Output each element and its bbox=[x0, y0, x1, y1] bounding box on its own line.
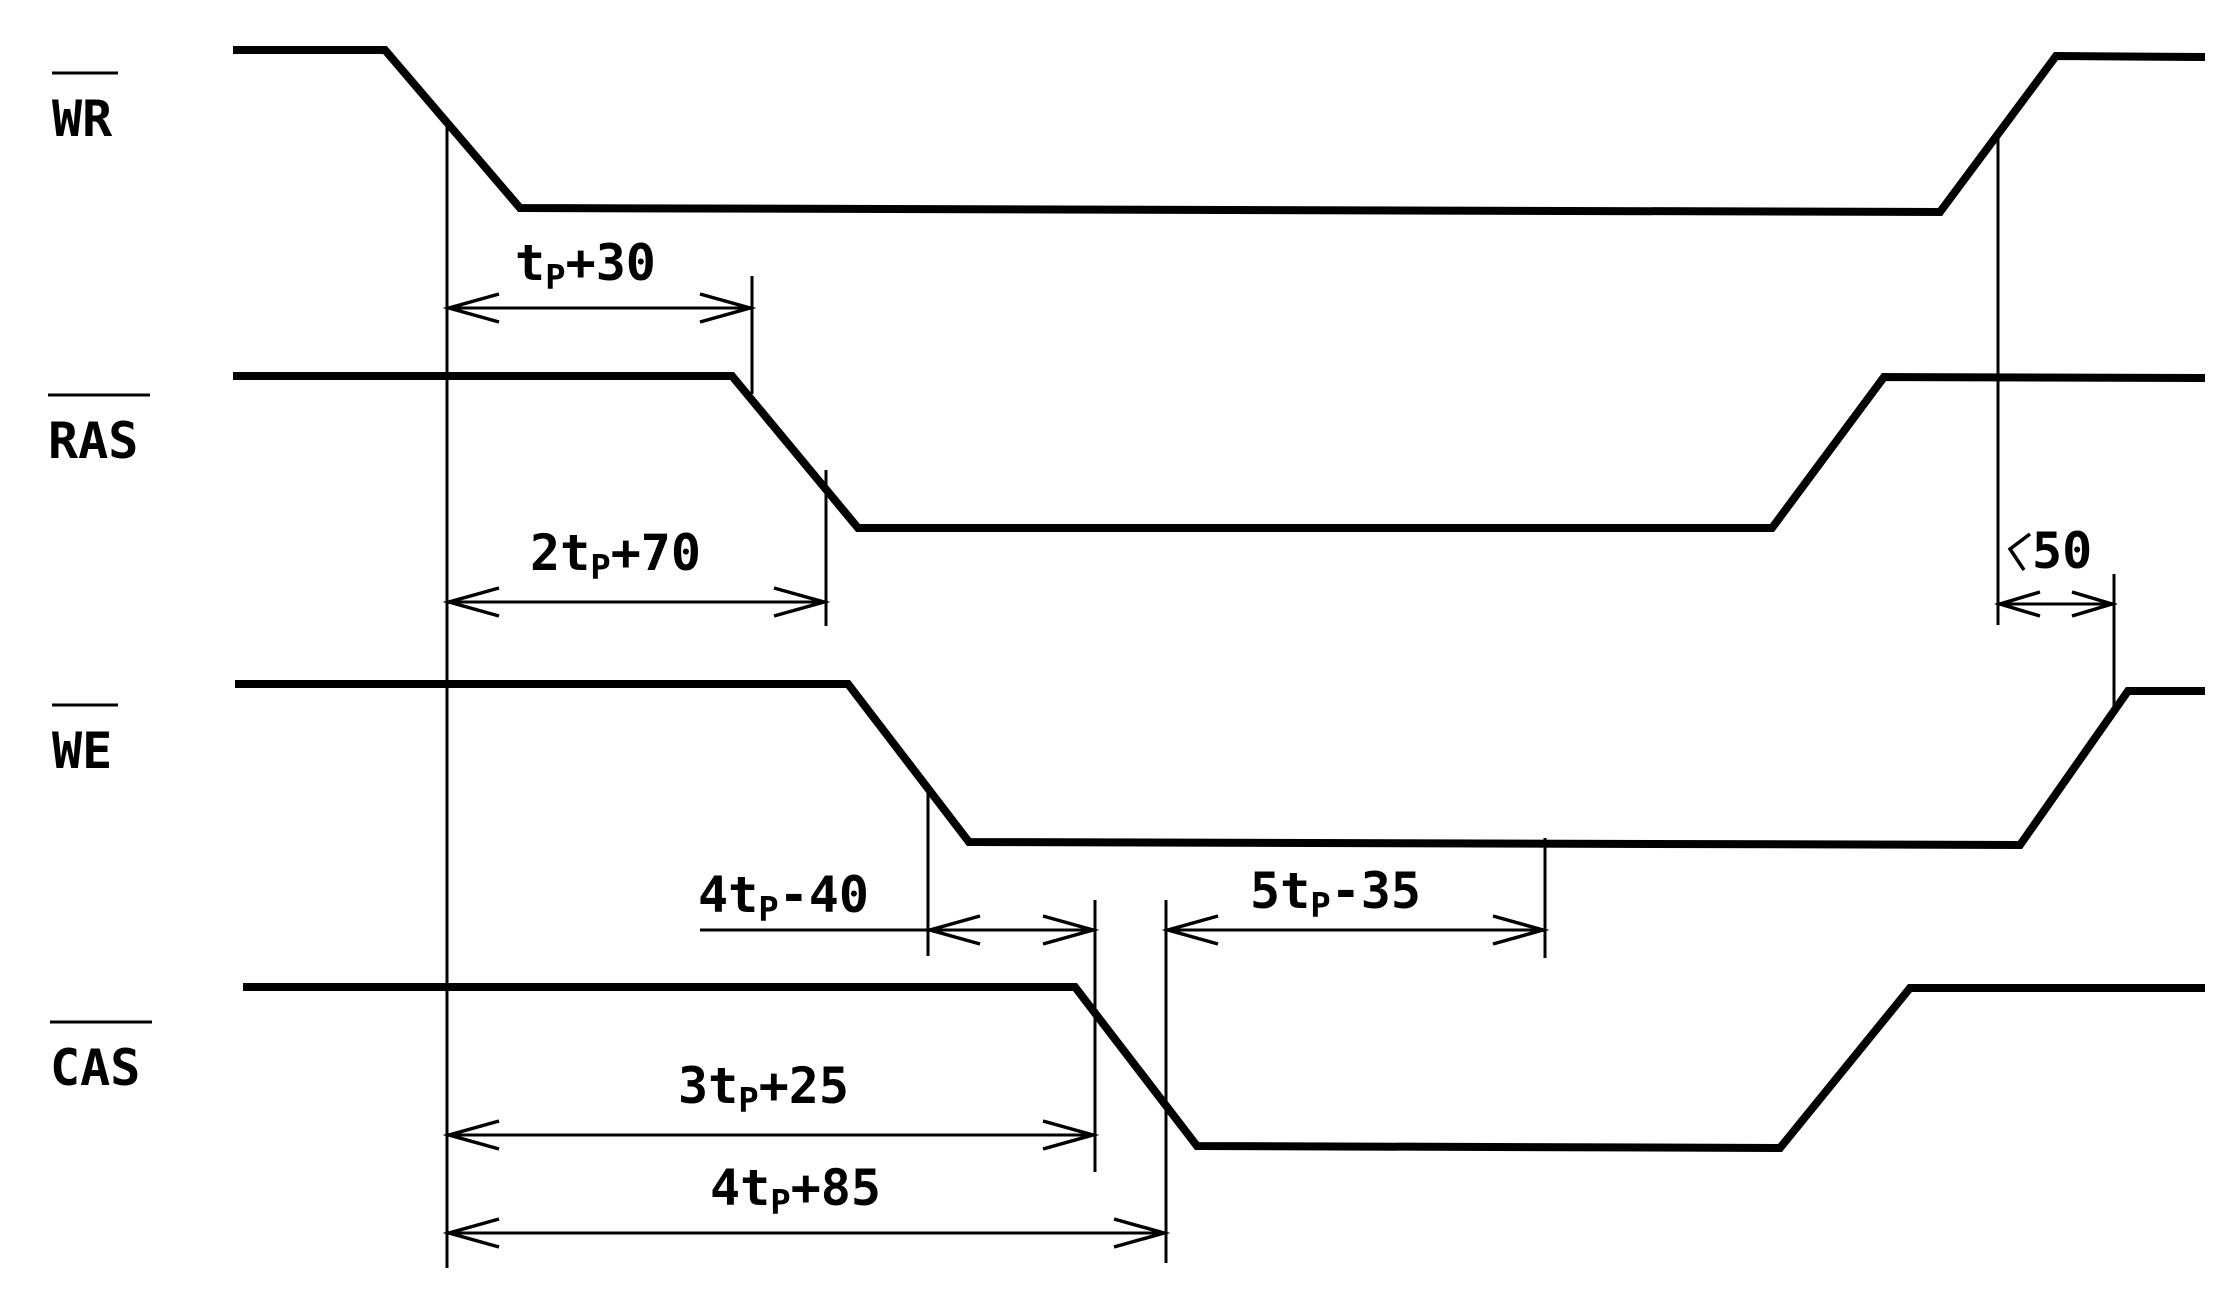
arrow-right-tp30 bbox=[699, 292, 757, 324]
arrow-left-4tp40 bbox=[923, 914, 981, 946]
arrow-leader-50 bbox=[2007, 532, 2032, 571]
arrow-left-2tp70 bbox=[442, 586, 500, 618]
wr-label: WR bbox=[52, 90, 113, 148]
wr-waveform bbox=[233, 46, 2206, 217]
dimension-lines bbox=[442, 292, 2119, 1249]
we-waveform bbox=[235, 680, 2205, 850]
arrow-right-50 bbox=[2071, 590, 2119, 618]
timing-labels: tP+30 2tP+70 4tP-40 5tP-35 3tP+25 4tP+85… bbox=[515, 234, 2092, 1223]
timing-label-tp30: tP+30 bbox=[515, 234, 656, 298]
arrow-right-4tp40 bbox=[1042, 914, 1100, 946]
signal-labels: WR RAS WE CAS bbox=[48, 71, 152, 1097]
timing-label-3tp25: 3tP+25 bbox=[678, 1057, 849, 1121]
arrow-right-5tp35 bbox=[1492, 914, 1550, 946]
arrow-left-tp30 bbox=[442, 292, 500, 324]
arrow-left-4tp85 bbox=[442, 1217, 500, 1249]
arrow-right-3tp25 bbox=[1042, 1119, 1100, 1151]
arrow-right-2tp70 bbox=[773, 586, 831, 618]
ras-label: RAS bbox=[48, 412, 138, 470]
cas-waveform bbox=[243, 983, 2205, 1153]
timing-label-4tp40: 4tP-40 bbox=[698, 866, 869, 930]
arrow-right-4tp85 bbox=[1113, 1217, 1171, 1249]
reference-lines bbox=[445, 120, 2116, 1268]
timing-label-5tp35: 5tP-35 bbox=[1250, 862, 1421, 926]
ras-waveform bbox=[233, 372, 2206, 532]
we-label: WE bbox=[52, 722, 112, 780]
arrow-left-5tp35 bbox=[1161, 914, 1219, 946]
arrow-left-3tp25 bbox=[442, 1119, 500, 1151]
waveforms bbox=[233, 46, 2206, 1153]
timing-label-50: 50 bbox=[2032, 522, 2092, 580]
timing-label-2tp70: 2tP+70 bbox=[530, 524, 701, 588]
arrow-left-50 bbox=[1993, 590, 2041, 618]
timing-label-4tp85: 4tP+85 bbox=[710, 1159, 881, 1223]
cas-label: CAS bbox=[50, 1039, 140, 1097]
